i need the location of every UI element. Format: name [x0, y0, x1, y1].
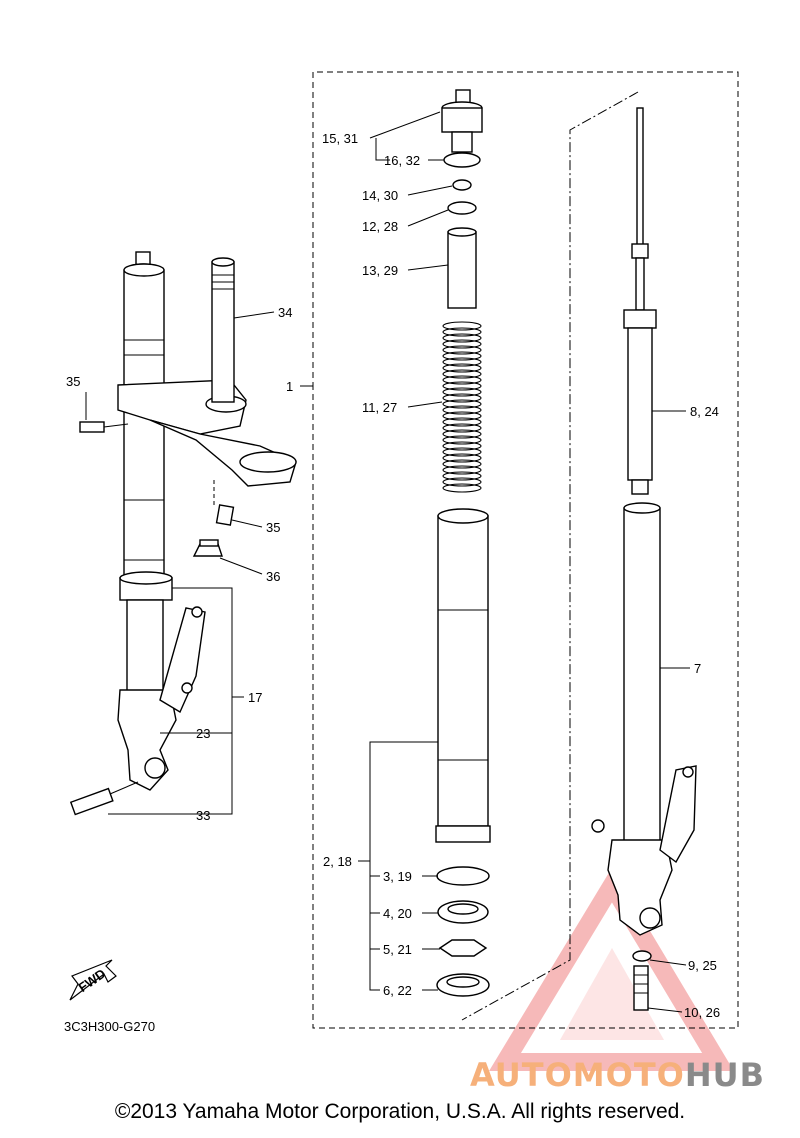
- callout-35-left: 35: [66, 374, 80, 389]
- spring-coil: [442, 477, 482, 487]
- callout-13-29: 13, 29: [362, 263, 398, 278]
- spring-coil: [442, 387, 482, 397]
- callout-11-27: 11, 27: [362, 400, 397, 415]
- callout-labels: 15, 31 16, 32 14, 30 12, 28 13, 29 11, 2…: [64, 131, 720, 1034]
- spring-coil: [442, 327, 482, 337]
- callout-1: 1: [286, 379, 293, 394]
- spring-coil: [442, 357, 482, 367]
- spring-coil: [442, 399, 482, 409]
- spring-coil: [442, 321, 482, 331]
- callout-7: 7: [694, 661, 701, 676]
- spring-coil: [442, 453, 482, 463]
- spring-coil: [442, 381, 482, 391]
- callout-34: 34: [278, 305, 292, 320]
- spring-coil: [442, 429, 482, 439]
- callout-36: 36: [266, 569, 280, 584]
- spring-coil: [442, 417, 482, 427]
- exploded-frame: [312, 71, 739, 1029]
- callout-16-32: 16, 32: [384, 153, 420, 168]
- spring-coil: [442, 465, 482, 475]
- spring-coil: [442, 435, 482, 445]
- callout-17: 17: [248, 690, 262, 705]
- spring-coil: [442, 441, 482, 451]
- spring-coil: [442, 345, 482, 355]
- callout-6-22: 6, 22: [383, 983, 412, 998]
- copyright-notice: ©2013 Yamaha Motor Corporation, U.S.A. A…: [114, 1100, 686, 1123]
- spring-coil: [442, 375, 482, 385]
- spring-coil: [442, 459, 482, 469]
- watermark-part1: AUTOMOTO: [470, 1056, 685, 1094]
- callout-14-30: 14, 30: [362, 188, 398, 203]
- spring-coil: [442, 447, 482, 457]
- spring-coil: [442, 423, 482, 433]
- fork-parts-center: [435, 89, 491, 997]
- fork-assembly-left: [69, 251, 297, 816]
- callout-23: 23: [196, 726, 210, 741]
- callout-33: 33: [196, 808, 210, 823]
- callout-3-19: 3, 19: [383, 869, 412, 884]
- spring-coil: [442, 411, 482, 421]
- spring-coil: [442, 471, 482, 481]
- spring-coil: [442, 363, 482, 373]
- callout-4-20: 4, 20: [383, 906, 412, 921]
- watermark-part2: HUB: [684, 1056, 766, 1094]
- fork-spring: [442, 321, 482, 493]
- callout-15-31: 15, 31: [322, 131, 358, 146]
- watermark-triangle-icon: [489, 867, 734, 1071]
- spring-coil: [442, 369, 482, 379]
- diagram-code: 3C3H300-G270: [64, 1019, 155, 1034]
- callout-10-26: 10, 26: [684, 1005, 720, 1020]
- spring-coil: [442, 393, 482, 403]
- spring-coil: [442, 339, 482, 349]
- spring-coil: [442, 483, 482, 493]
- callout-2-18: 2, 18: [323, 854, 352, 869]
- watermark-logo: AUTOMOTOHUB: [470, 1056, 765, 1094]
- spring-coil: [442, 333, 482, 343]
- callout-35-lower: 35: [266, 520, 280, 535]
- spring-coil: [442, 351, 482, 361]
- callout-12-28: 12, 28: [362, 219, 398, 234]
- callout-9-25: 9, 25: [688, 958, 717, 973]
- forward-arrow-icon: [69, 959, 117, 1001]
- callout-5-21: 5, 21: [383, 942, 412, 957]
- spring-coil: [442, 405, 482, 415]
- leader-lines: [85, 111, 690, 1013]
- fork-parts-right: [591, 107, 697, 1011]
- callout-8-24: 8, 24: [690, 404, 719, 419]
